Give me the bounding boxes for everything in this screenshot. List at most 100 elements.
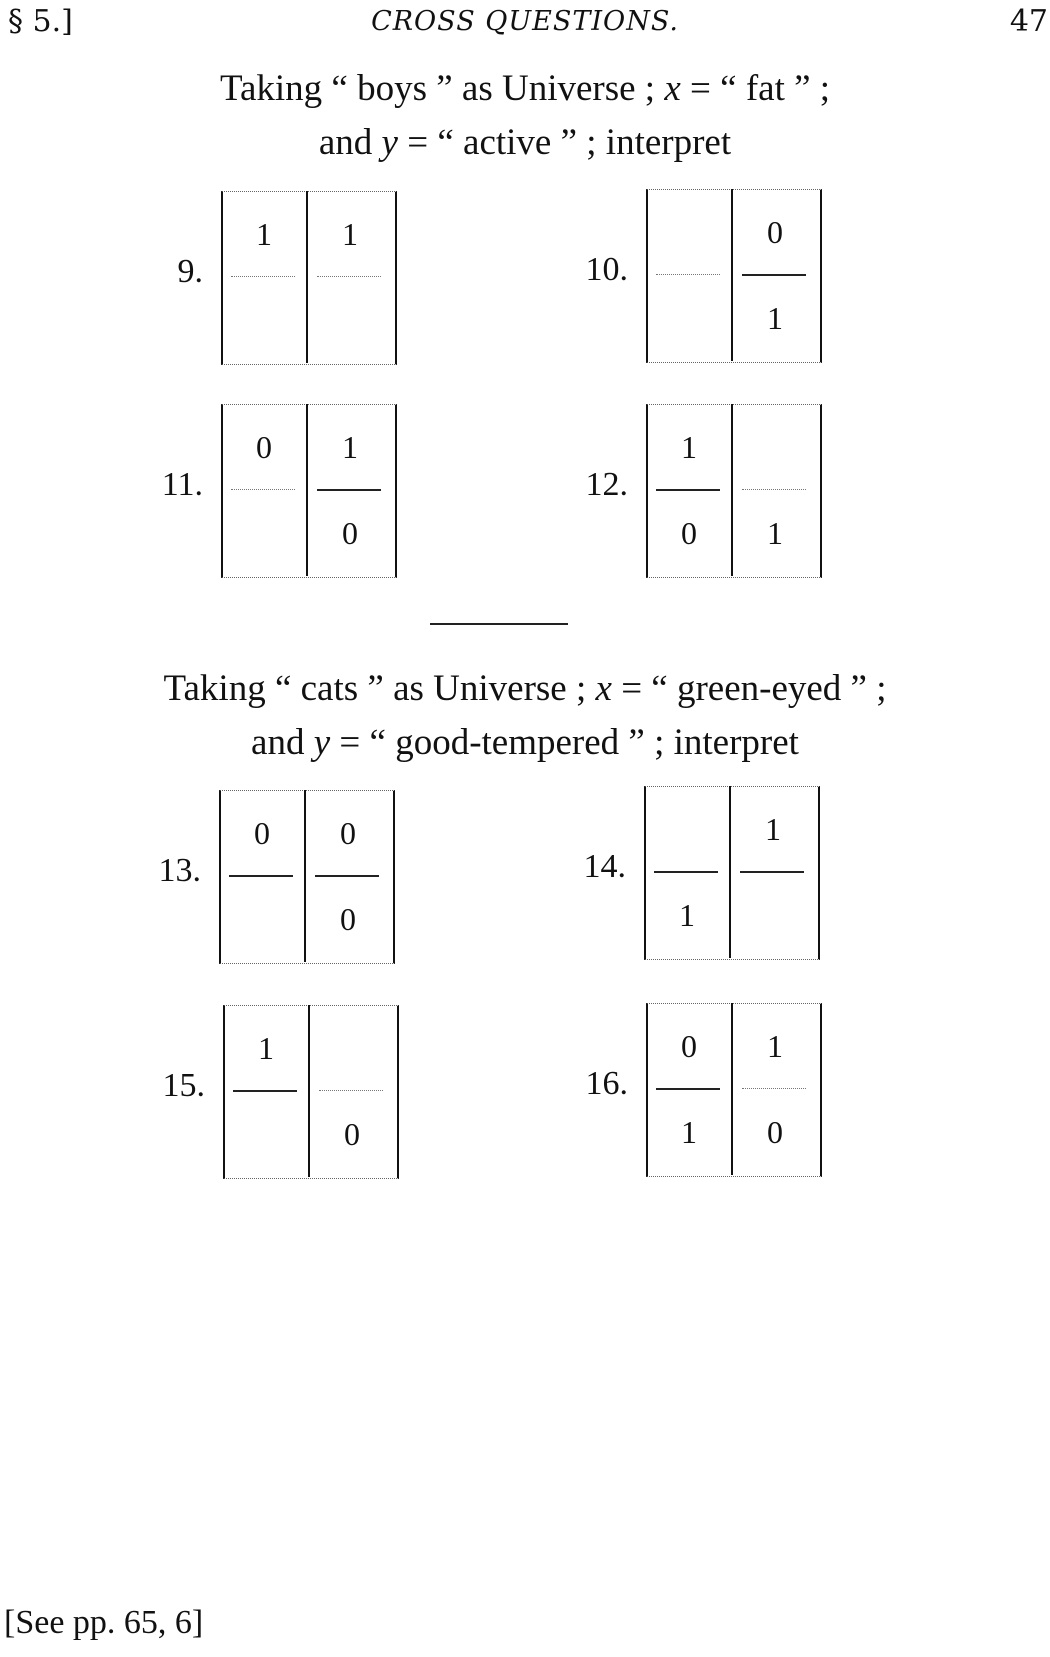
variable-x: x [664,68,681,109]
diagram-vertical-divider [729,786,731,958]
diagram-label: 12. [585,466,629,503]
diagram-vertical-divider [731,404,733,576]
diagram-right-divider [742,1088,806,1089]
cell-top-left: 1 [258,1030,274,1066]
diagram-label: 16. [585,1065,629,1102]
instruction-text: and [251,722,314,763]
section-divider [430,623,568,625]
instruction-line: Taking “ boys ” as Universe ; x = “ fat … [0,62,1050,116]
cell-bottom-left [223,1091,309,1177]
cell-bottom-right: 1 [767,300,783,336]
cell-top-right: 1 [767,1028,783,1064]
diagram-box [219,790,395,964]
diagram-label: 11. [161,466,203,503]
section-marker: § 5.] [8,4,73,39]
diagram-box [221,191,397,365]
diagram-15: 15. 1 0 [163,1005,399,1181]
cell-bottom-right: 1 [767,515,783,551]
instruction-text: Taking “ cats ” as Universe ; [163,668,596,709]
cell-bottom-left: 1 [681,1114,697,1150]
diagram-12: 12. 1 0 1 [586,404,822,580]
diagram-16: 16. 0 1 1 0 [586,1003,822,1179]
instruction-boys: Taking “ boys ” as Universe ; x = “ fat … [0,62,1050,170]
diagram-right-divider [742,489,806,490]
diagram-right-divider [740,871,804,873]
cell-bottom-right: 0 [344,1116,360,1152]
footer-reference: [See pp. 65, 6] [4,1604,204,1641]
diagram-vertical-divider [308,1005,310,1177]
diagram-left-divider [656,274,720,275]
diagram-box [646,404,822,578]
instruction-text: and [318,122,382,163]
cell-top-left [644,786,730,872]
diagram-14: 14. 1 1 [584,786,820,962]
instruction-cats: Taking “ cats ” as Universe ; x = “ gree… [0,662,1050,770]
cell-bottom-left [221,490,307,576]
cell-bottom-left [219,876,305,962]
diagram-left-divider [231,489,295,490]
diagram-right-divider [317,489,381,491]
diagram-label: 14. [583,848,627,885]
diagram-box [644,786,820,960]
diagram-left-divider [233,1090,297,1092]
cell-top-right: 0 [767,214,783,250]
page-number: 47 [1009,4,1048,39]
diagram-box [646,1003,822,1177]
diagram-left-divider [656,1088,720,1090]
variable-x: x [595,668,612,709]
cell-top-right: 1 [765,811,781,847]
diagram-left-divider [231,276,295,277]
cell-top-left: 0 [256,429,272,465]
diagram-vertical-divider [306,404,308,576]
diagram-box [646,189,822,363]
cell-bottom-left: 1 [679,897,695,933]
cell-bottom-right [307,277,393,363]
diagram-13: 13. 0 0 0 [159,790,395,966]
diagram-left-divider [229,875,293,877]
diagram-right-divider [317,276,381,277]
instruction-line: and y = “ good-tempered ” ; interpret [0,716,1050,770]
page-header: § 5.] CROSS QUESTIONS. 47 [0,4,1050,44]
diagram-vertical-divider [731,189,733,361]
cell-top-left: 0 [681,1028,697,1064]
diagram-box [223,1005,399,1179]
cell-bottom-left: 0 [681,515,697,551]
cell-top-left: 0 [254,815,270,851]
diagram-10: 10. 0 1 [586,189,822,365]
cell-bottom-right: 0 [342,515,358,551]
cell-top-right: 1 [342,429,358,465]
cell-top-right: 1 [342,216,358,252]
diagram-box [221,404,397,578]
variable-y: y [381,122,398,163]
diagram-vertical-divider [306,191,308,363]
cell-top-left [646,189,732,275]
cell-bottom-right [730,872,816,958]
diagram-label: 15. [162,1067,206,1104]
diagram-right-divider [742,274,806,276]
running-title: CROSS QUESTIONS. [371,6,679,37]
diagram-11: 11. 0 1 0 [162,404,397,580]
diagram-vertical-divider [304,790,306,962]
instruction-text: = “ good-tempered ” ; interpret [330,722,799,763]
diagram-right-divider [315,875,379,877]
instruction-line: Taking “ cats ” as Universe ; x = “ gree… [0,662,1050,716]
cell-top-right [309,1005,395,1091]
cell-top-left: 1 [681,429,697,465]
diagram-label: 10. [585,251,629,288]
diagram-left-divider [654,871,718,873]
diagram-right-divider [319,1090,383,1091]
cell-bottom-right: 0 [767,1114,783,1150]
cell-top-left: 1 [256,216,272,252]
diagram-label: 9. [177,253,204,290]
variable-y: y [313,722,331,763]
cell-top-right: 0 [340,815,356,851]
instruction-line: and y = “ active ” ; interpret [0,116,1050,170]
diagram-left-divider [656,489,720,491]
diagram-9: 9. 1 1 [178,191,397,367]
cell-top-right [732,404,818,490]
cell-bottom-left [221,277,307,363]
instruction-text: = “ active ” ; interpret [397,122,732,163]
instruction-text: = “ green-eyed ” ; [611,668,887,709]
instruction-text: = “ fat ” ; [680,68,831,109]
diagram-label: 13. [158,852,202,889]
